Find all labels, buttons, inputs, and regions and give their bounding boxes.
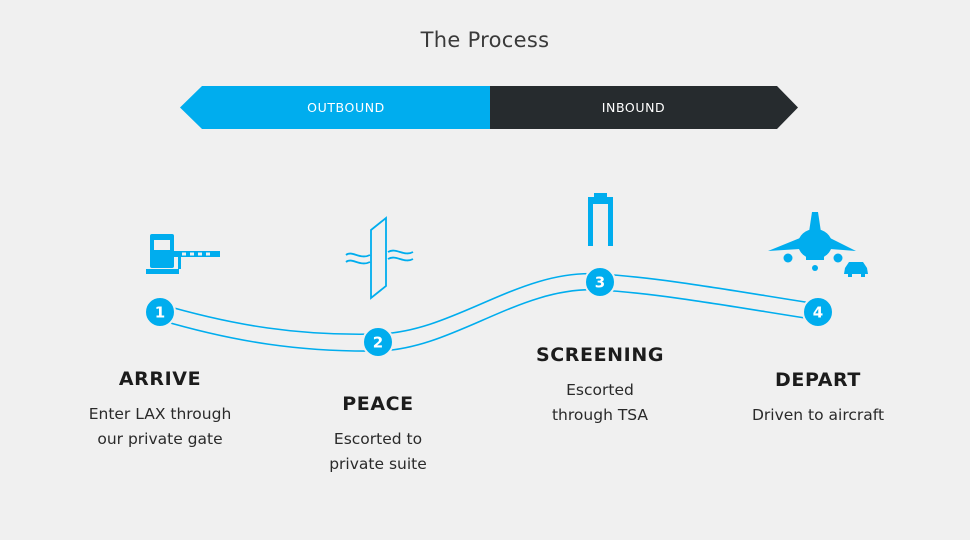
step-number-3: 3 (595, 274, 605, 292)
step-number-2: 2 (373, 334, 383, 352)
step-heading-peace: PEACE (342, 393, 414, 415)
step-description-line: private suite (329, 455, 427, 473)
airplane-car-icon (768, 212, 868, 277)
step-marker-3[interactable]: 3 (584, 266, 616, 298)
step-description-arrive: Enter LAX through our private gate (50, 402, 270, 452)
step-number-1: 1 (155, 304, 165, 322)
step-description-screening: Escorted through TSA (490, 378, 710, 428)
step-heading-depart: DEPART (775, 369, 861, 391)
step-description-line: Enter LAX through (88, 405, 232, 423)
step-description-line: Escorted to (333, 430, 423, 448)
step-description-line: Escorted (566, 381, 634, 399)
step-description-line: Driven to aircraft (751, 406, 885, 424)
step-description-depart: Driven to aircraft (708, 403, 928, 428)
step-marker-4[interactable]: 4 (802, 296, 834, 328)
tab-inbound-shape[interactable] (490, 86, 798, 129)
metal-detector-icon (588, 193, 613, 246)
step-description-line: through TSA (551, 406, 649, 424)
page-title: The Process (420, 28, 550, 52)
step-marker-2[interactable]: 2 (362, 326, 394, 358)
step-heading-arrive: ARRIVE (118, 368, 202, 390)
road-line-bottom (159, 289, 819, 352)
step-description-peace: Escorted to private suite (268, 427, 488, 477)
tab-inbound[interactable]: INBOUND (601, 100, 666, 115)
step-marker-1[interactable]: 1 (144, 296, 176, 328)
door-breeze-icon (345, 216, 414, 300)
step-heading-screening: SCREENING (535, 344, 665, 366)
step-description-line: our private gate (97, 430, 223, 448)
tab-outbound[interactable]: OUTBOUND (307, 100, 385, 115)
parking-gate-icon (146, 234, 220, 274)
road-line-top (159, 272, 819, 336)
step-number-4: 4 (813, 304, 823, 322)
tab-outbound-shape[interactable] (180, 86, 490, 129)
